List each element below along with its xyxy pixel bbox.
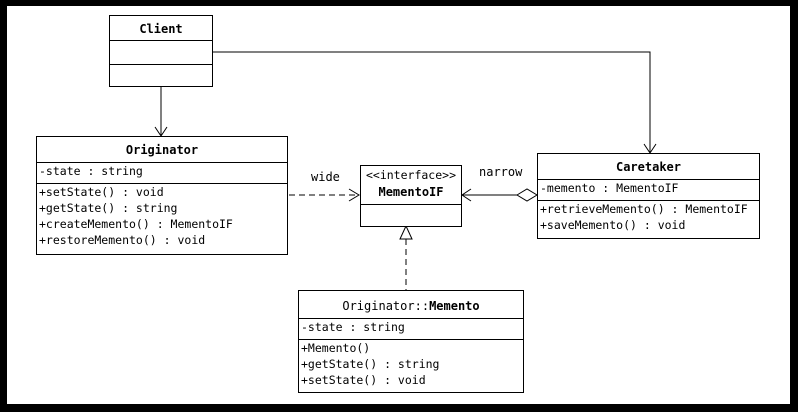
aggregation-diamond	[516, 188, 538, 202]
memento-operations-section: +Memento() +getState() : string +setStat…	[299, 339, 523, 392]
wide-arrowhead	[348, 188, 360, 202]
memento-class: Originator::Memento -state : string +Mem…	[298, 290, 524, 393]
wide-label: wide	[311, 170, 340, 184]
memento-class-name: Memento	[429, 299, 480, 313]
memento-operation: +Memento()	[301, 341, 371, 355]
caretaker-class-name: Caretaker	[615, 160, 682, 174]
mementoif-interface: <<interface>> MementoIF	[360, 165, 462, 227]
originator-operation: +setState() : void	[39, 185, 164, 199]
client-caretaker-association	[212, 51, 651, 152]
mementoif-operations-section	[361, 204, 461, 226]
client-class: Client	[109, 15, 213, 87]
memento-operation: +getState() : string	[301, 357, 440, 371]
caretaker-class: Caretaker -memento : MementoIF +retrieve…	[537, 153, 760, 239]
narrow-label: narrow	[479, 165, 523, 179]
realization-triangle	[399, 224, 413, 240]
diagram-canvas: Client Originator -state : string +setSt…	[7, 6, 790, 404]
memento-class-name-prefix: Originator::	[342, 299, 430, 313]
memento-attributes-section: -state : string	[299, 318, 523, 339]
memento-attribute: -state : string	[301, 320, 405, 334]
caretaker-attribute: -memento : MementoIF	[540, 181, 679, 195]
originator-operation: +getState() : string	[39, 201, 178, 215]
originator-operation: +createMemento() : MementoIF	[39, 217, 233, 231]
originator-attributes-section: -state : string	[37, 162, 287, 183]
connectors	[154, 51, 657, 290]
originator-class-name: Originator	[125, 143, 199, 157]
client-attributes-section	[110, 40, 212, 64]
caretaker-operation: +saveMemento() : void	[540, 218, 686, 232]
caretaker-operation: +retrieveMemento() : MementoIF	[540, 202, 748, 216]
memento-operation: +setState() : void	[301, 373, 426, 387]
client-class-name: Client	[139, 22, 183, 36]
caretaker-operations-section: +retrieveMemento() : MementoIF +saveMeme…	[538, 200, 759, 238]
originator-attribute: -state : string	[39, 164, 143, 178]
originator-operation: +restoreMemento() : void	[39, 233, 206, 247]
caretaker-attributes-section: -memento : MementoIF	[538, 179, 759, 200]
originator-operations-section: +setState() : void +getState() : string …	[37, 183, 287, 254]
client-operations-section	[110, 64, 212, 86]
mementoif-stereotype: <<interface>>	[365, 168, 456, 182]
originator-class: Originator -state : string +setState() :…	[36, 136, 288, 255]
narrow-arrowhead	[461, 188, 472, 202]
mementoif-name: MementoIF	[378, 185, 444, 199]
